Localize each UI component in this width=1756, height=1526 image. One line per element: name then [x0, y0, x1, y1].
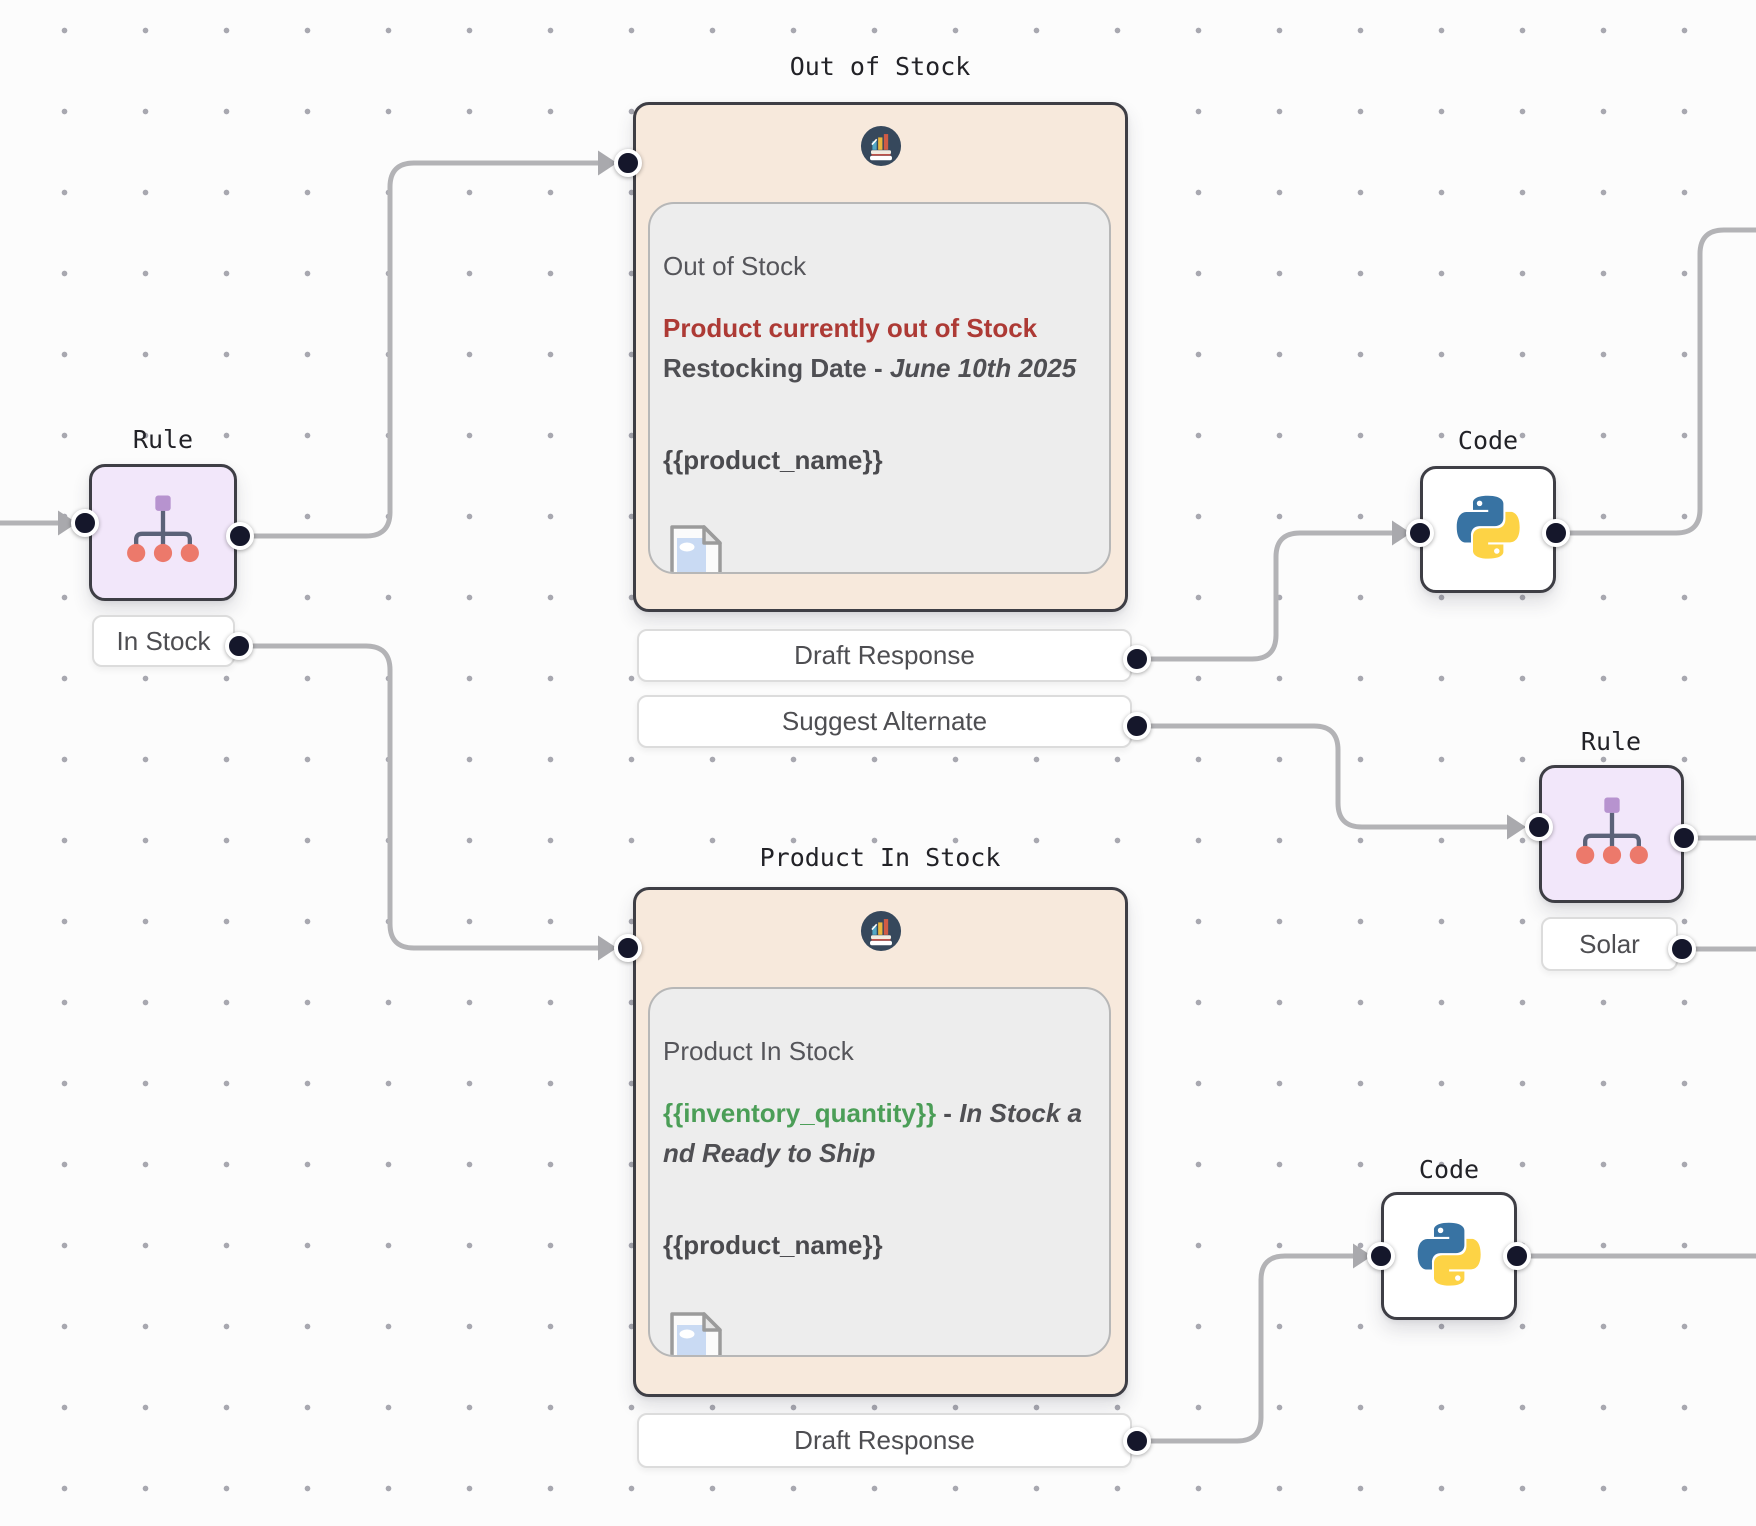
arrowhead: [1507, 814, 1526, 840]
port-code-top-input[interactable]: [1406, 519, 1434, 547]
out-of-stock-node[interactable]: Out of Stock Product currently out of St…: [633, 102, 1128, 612]
quantity-variable: {{inventory_quantity}}: [663, 1098, 937, 1128]
port-rule-left-output[interactable]: [226, 522, 254, 550]
edge-draft-response-to-code-top: [1137, 530, 1392, 662]
node-title-code-bottom: Code: [1418, 1155, 1480, 1184]
node-title-rule-left: Rule: [132, 425, 194, 454]
output-pill-draft-response-2[interactable]: Draft Response: [637, 1413, 1132, 1468]
output-pill-draft-response[interactable]: Draft Response: [637, 629, 1132, 682]
output-pill-suggest-alternate[interactable]: Suggest Alternate: [637, 695, 1132, 748]
rule-hierarchy-icon: [1566, 786, 1658, 883]
image-placeholder-icon: [663, 1309, 1096, 1355]
port-code-bottom-output[interactable]: [1503, 1242, 1531, 1270]
port-out-of-stock-input[interactable]: [614, 149, 642, 177]
branch-label: Solar: [1579, 928, 1640, 959]
node-title-rule-right: Rule: [1580, 727, 1642, 756]
port-in-stock-output[interactable]: [225, 632, 253, 660]
card-heading: Product In Stock: [663, 1036, 854, 1066]
port-solar-output[interactable]: [1668, 935, 1696, 963]
branch-pill-in-stock[interactable]: In Stock: [92, 615, 235, 667]
edge-in-stock-to-product-in-stock: [239, 643, 598, 951]
edge-code-top-outgoing: [1556, 227, 1756, 536]
python-icon: [1449, 488, 1527, 571]
arrowhead: [598, 935, 617, 961]
port-rule-left-input[interactable]: [71, 509, 99, 537]
product-variable: {{product_name}}: [663, 445, 883, 475]
product-variable: {{product_name}}: [663, 1230, 883, 1260]
rule-hierarchy-icon: [117, 484, 209, 581]
card-heading: Out of Stock: [663, 251, 807, 281]
port-code-top-output[interactable]: [1542, 519, 1570, 547]
product-in-stock-node[interactable]: Product In Stock {{inventory_quantity}} …: [633, 887, 1128, 1397]
arrowhead: [1392, 520, 1411, 546]
port-code-bottom-input[interactable]: [1367, 1242, 1395, 1270]
port-draft-response-2-output[interactable]: [1123, 1427, 1151, 1455]
books-chart-icon: [860, 125, 902, 172]
edge-draft-response2-to-code-bottom: [1137, 1253, 1353, 1444]
port-product-in-stock-input[interactable]: [614, 934, 642, 962]
port-rule-right-input[interactable]: [1525, 813, 1553, 841]
restock-line: Restocking Date - June 10th 2025: [663, 353, 1077, 383]
edge-rule-to-out-of-stock: [240, 160, 598, 539]
rule-node-left[interactable]: [89, 464, 237, 601]
image-placeholder-icon: [663, 522, 1096, 572]
port-suggest-alternate-output[interactable]: [1123, 712, 1151, 740]
output-label: Draft Response: [794, 640, 975, 670]
code-node-top[interactable]: [1420, 466, 1556, 593]
branch-pill-solar[interactable]: Solar: [1541, 917, 1678, 971]
restock-date: June 10th 2025: [889, 353, 1077, 383]
arrowhead: [58, 510, 77, 536]
books-chart-icon: [860, 910, 902, 957]
node-title-code-top: Code: [1457, 426, 1519, 455]
arrowhead: [1353, 1243, 1372, 1269]
alert-text: Product currently out of Stock: [663, 313, 1038, 343]
arrowhead: [598, 150, 617, 176]
branch-label: In Stock: [116, 625, 211, 656]
message-preview-card: Product In Stock {{inventory_quantity}} …: [648, 987, 1111, 1357]
output-label: Draft Response: [794, 1425, 975, 1455]
rule-node-right[interactable]: [1539, 765, 1684, 903]
node-title-product-in-stock: Product In Stock: [759, 843, 1001, 872]
port-rule-right-output[interactable]: [1670, 824, 1698, 852]
port-draft-response-output[interactable]: [1123, 645, 1151, 673]
output-label: Suggest Alternate: [781, 706, 988, 736]
message-preview-card: Out of Stock Product currently out of St…: [648, 202, 1111, 574]
edge-suggest-alternate-to-rule-right: [1137, 723, 1507, 830]
python-icon: [1410, 1215, 1488, 1298]
node-title-out-of-stock: Out of Stock: [789, 52, 971, 81]
code-node-bottom[interactable]: [1381, 1192, 1517, 1320]
